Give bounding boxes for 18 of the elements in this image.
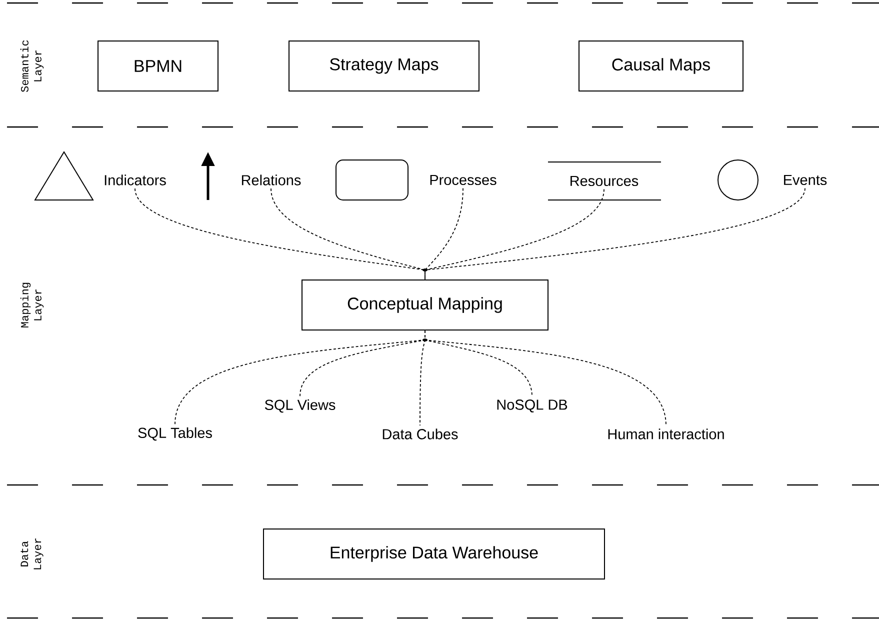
label-box: Causal Maps [578, 40, 744, 92]
source-label: NoSQL DB [497, 400, 568, 412]
source-label: SQL Views [264, 399, 336, 413]
layer-label: Semantic Layer [20, 40, 44, 92]
source-label: SQL Tables [138, 427, 212, 441]
layer-label: Mapping Layer [20, 282, 44, 328]
label-box: Strategy Maps [288, 40, 480, 92]
label-box: Conceptual Mapping [302, 280, 548, 330]
label-box: Enterprise Data Warehouse [263, 528, 605, 580]
text-label: Indicators [104, 174, 166, 186]
text-label: Resources [570, 176, 638, 186]
text-label: Relations [242, 174, 301, 186]
layer-label: Data Layer [20, 538, 44, 570]
text-label: Events [784, 174, 827, 186]
text-label: Processes [430, 174, 496, 186]
source-label: Human interaction [608, 428, 724, 440]
label-box: BPMN [98, 40, 218, 92]
source-label: Data Cubes [382, 428, 458, 440]
